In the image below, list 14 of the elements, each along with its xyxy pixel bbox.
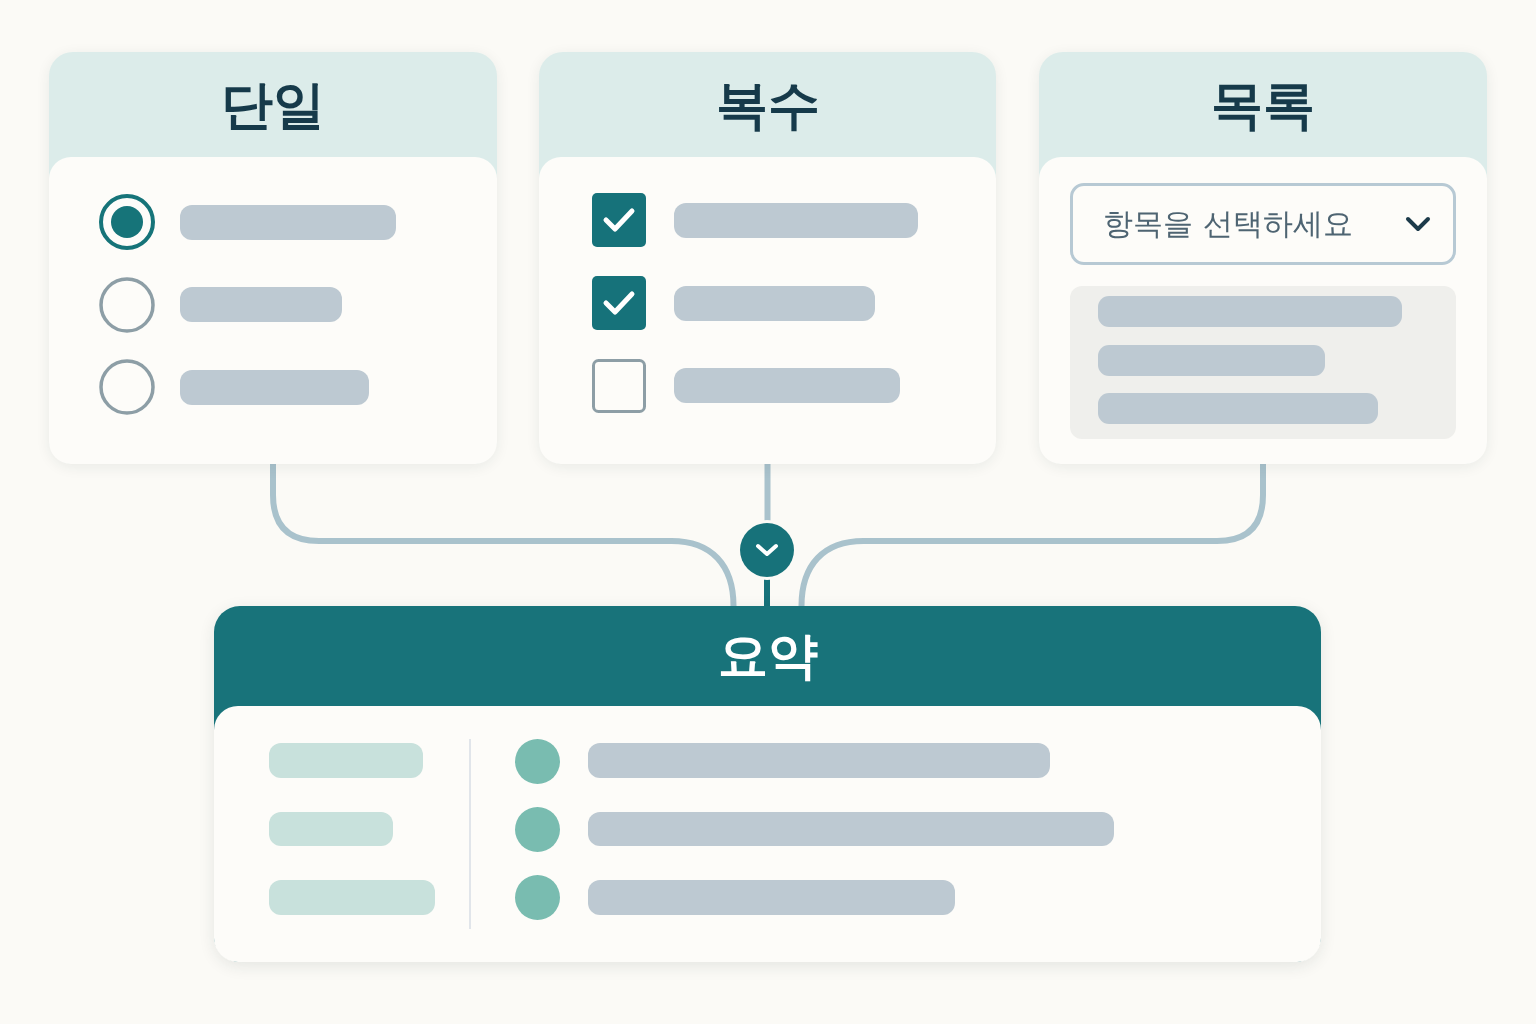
- card-title: 복수: [715, 73, 820, 136]
- junction-node: [740, 523, 794, 577]
- card-title: 목록: [1211, 73, 1315, 136]
- connector-line: [764, 577, 770, 606]
- dropdown-select: 항목을 선택하세요: [1070, 183, 1456, 265]
- connector-line: [798, 464, 1266, 607]
- card-title: 단일: [221, 73, 325, 136]
- connector-line: [764, 464, 771, 523]
- option-card: [49, 52, 497, 464]
- option-card: [1039, 52, 1487, 464]
- summary-card: [214, 606, 1321, 962]
- option-card: [539, 52, 996, 464]
- card-title: 요약: [717, 626, 818, 686]
- connector-line: [270, 464, 737, 607]
